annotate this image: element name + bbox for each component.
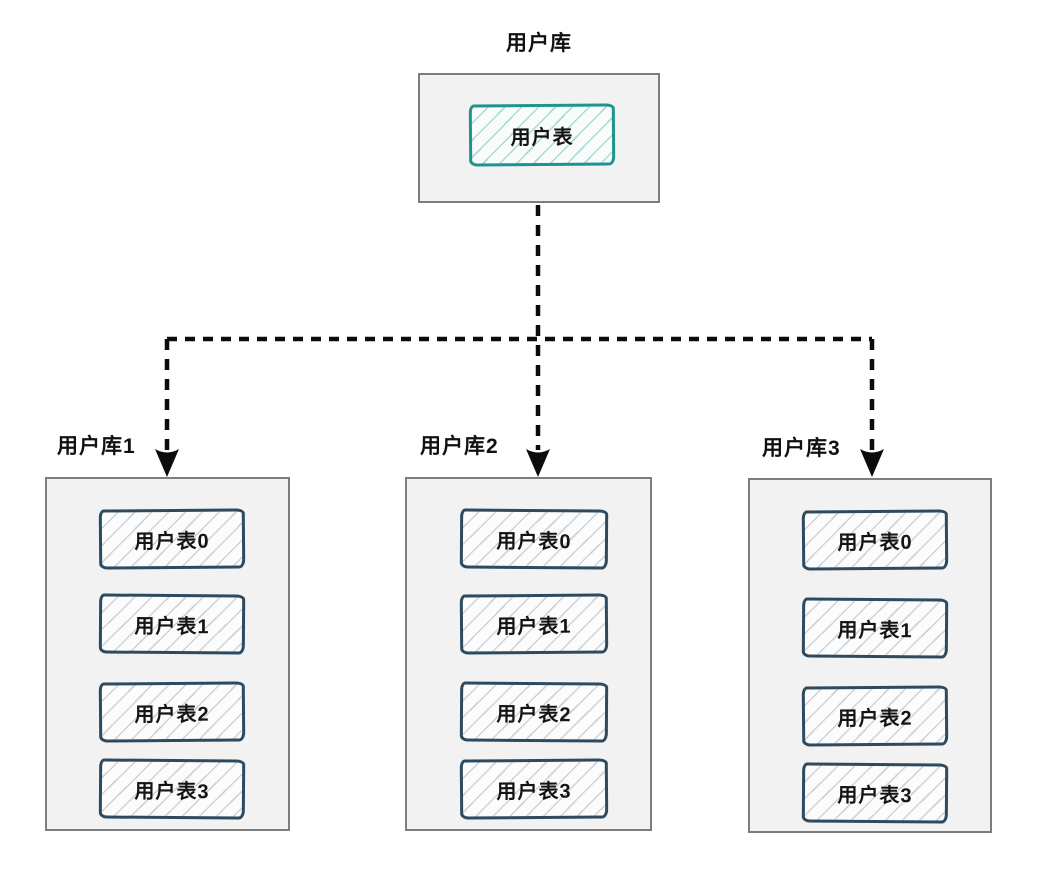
shard-db-title-2: 用户库2 [420, 435, 499, 458]
shard3-table-0: 用户表0 [801, 509, 949, 571]
shard-db-box-2: 用户表0 用户表1 用户表2 用户表3 [405, 477, 652, 831]
shard-db-box-1: 用户表0 用户表1 用户表2 用户表3 [45, 477, 290, 831]
shard-db-title-1: 用户库1 [57, 435, 136, 458]
shard-db-title-3: 用户库3 [762, 437, 841, 460]
root-db-box: 用户表 [418, 73, 660, 203]
shard-db-box-3: 用户表0 用户表1 用户表2 用户表3 [748, 478, 992, 833]
shard2-table-0: 用户表0 [459, 508, 609, 570]
shard3-table-1: 用户表1 [801, 597, 949, 659]
root-table-box: 用户表 [468, 103, 616, 167]
shard1-table-1: 用户表1 [98, 593, 246, 655]
shard1-table-0: 用户表0 [98, 508, 246, 570]
shard3-table-3: 用户表3 [801, 762, 949, 824]
shard1-table-2: 用户表2 [98, 681, 246, 743]
arrowhead-down-icon [526, 449, 550, 477]
arrowhead-down-icon [155, 449, 179, 477]
root-db-title: 用户库 [506, 32, 572, 55]
arrowhead-down-icon [860, 449, 884, 477]
shard2-table-2: 用户表2 [459, 681, 609, 743]
shard1-table-3: 用户表3 [98, 758, 246, 820]
shard2-table-3: 用户表3 [459, 758, 609, 820]
shard2-table-1: 用户表1 [459, 593, 609, 655]
shard3-table-2: 用户表2 [801, 685, 949, 747]
